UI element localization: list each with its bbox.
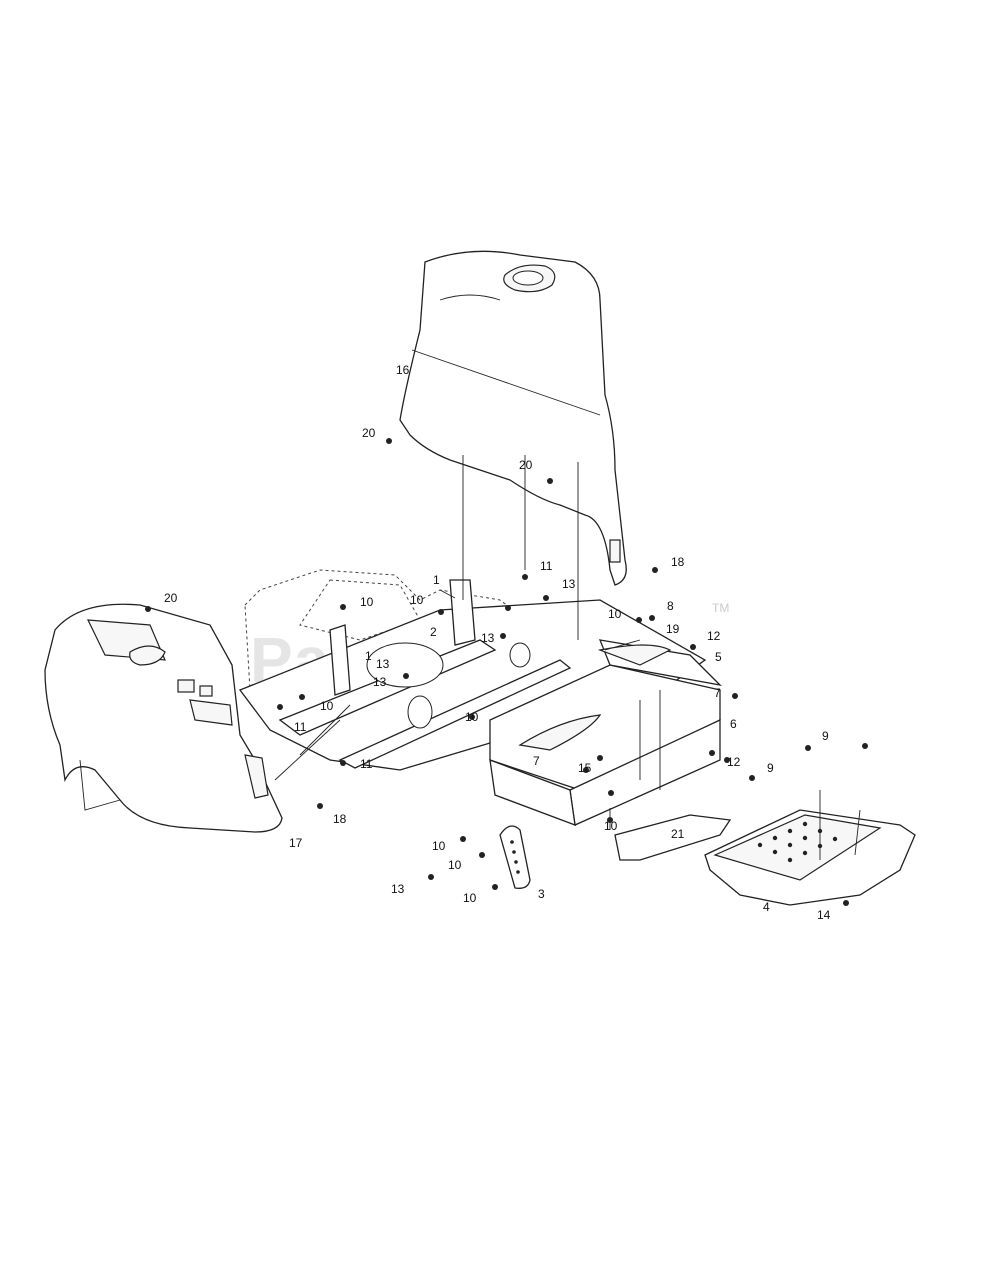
callout: 16 (396, 363, 410, 377)
callout: 10 (463, 891, 477, 905)
callout: 10 (448, 858, 462, 872)
callout: 12 (707, 629, 721, 643)
callout: 10 (608, 607, 622, 621)
callout: 21 (671, 827, 685, 841)
callout: 13 (562, 577, 576, 591)
callout: 1 (365, 649, 372, 663)
callout: 15 (578, 761, 592, 775)
callout: 3 (538, 887, 545, 901)
callout: 17 (289, 836, 303, 850)
hardware-fasteners (145, 438, 868, 906)
callout: 7 (714, 686, 721, 700)
callout: 20 (362, 426, 376, 440)
callout: 10 (410, 593, 424, 607)
callout: 13 (373, 675, 387, 689)
dash-panel-16 (399, 250, 627, 586)
mounting-plate-5 (489, 639, 722, 826)
watermark-trademark: TM (712, 601, 729, 615)
callout: 20 (164, 591, 178, 605)
callout: 12 (727, 755, 741, 769)
callout: 1 (433, 573, 440, 587)
callout: 19 (666, 622, 680, 636)
callout: 20 (519, 458, 533, 472)
callout: 2 (430, 625, 437, 639)
callout: 9 (822, 729, 829, 743)
callout: 7 (533, 754, 540, 768)
callout: 4 (763, 900, 770, 914)
callout: 11 (360, 757, 373, 771)
callout: 10 (320, 699, 334, 713)
callout: 13 (391, 882, 405, 896)
callout: 18 (671, 555, 685, 569)
footrest-4 (704, 809, 916, 906)
callout: 10 (465, 710, 479, 724)
callout: 14 (817, 908, 831, 922)
callout: 13 (481, 631, 495, 645)
callout: 5 (715, 650, 722, 664)
callout: 10 (604, 819, 618, 833)
pedal-3 (499, 825, 531, 889)
callout: 11 (294, 720, 307, 734)
leader-lines (274, 455, 861, 860)
callout: 13 (376, 657, 390, 671)
rear-fender-17 (44, 603, 283, 833)
callout: 8 (667, 599, 674, 613)
callout: 11 (540, 559, 553, 573)
bracket-21 (614, 814, 732, 861)
main-frame-2 (238, 579, 707, 771)
callout: 9 (767, 761, 774, 775)
callout: 18 (333, 812, 347, 826)
callout: 6 (730, 717, 737, 731)
callout: 10 (360, 595, 374, 609)
callout-labels: 1 1 2 3 4 5 6 7 7 8 9 9 10 10 10 10 10 1… (164, 363, 831, 922)
callout: 10 (432, 839, 446, 853)
